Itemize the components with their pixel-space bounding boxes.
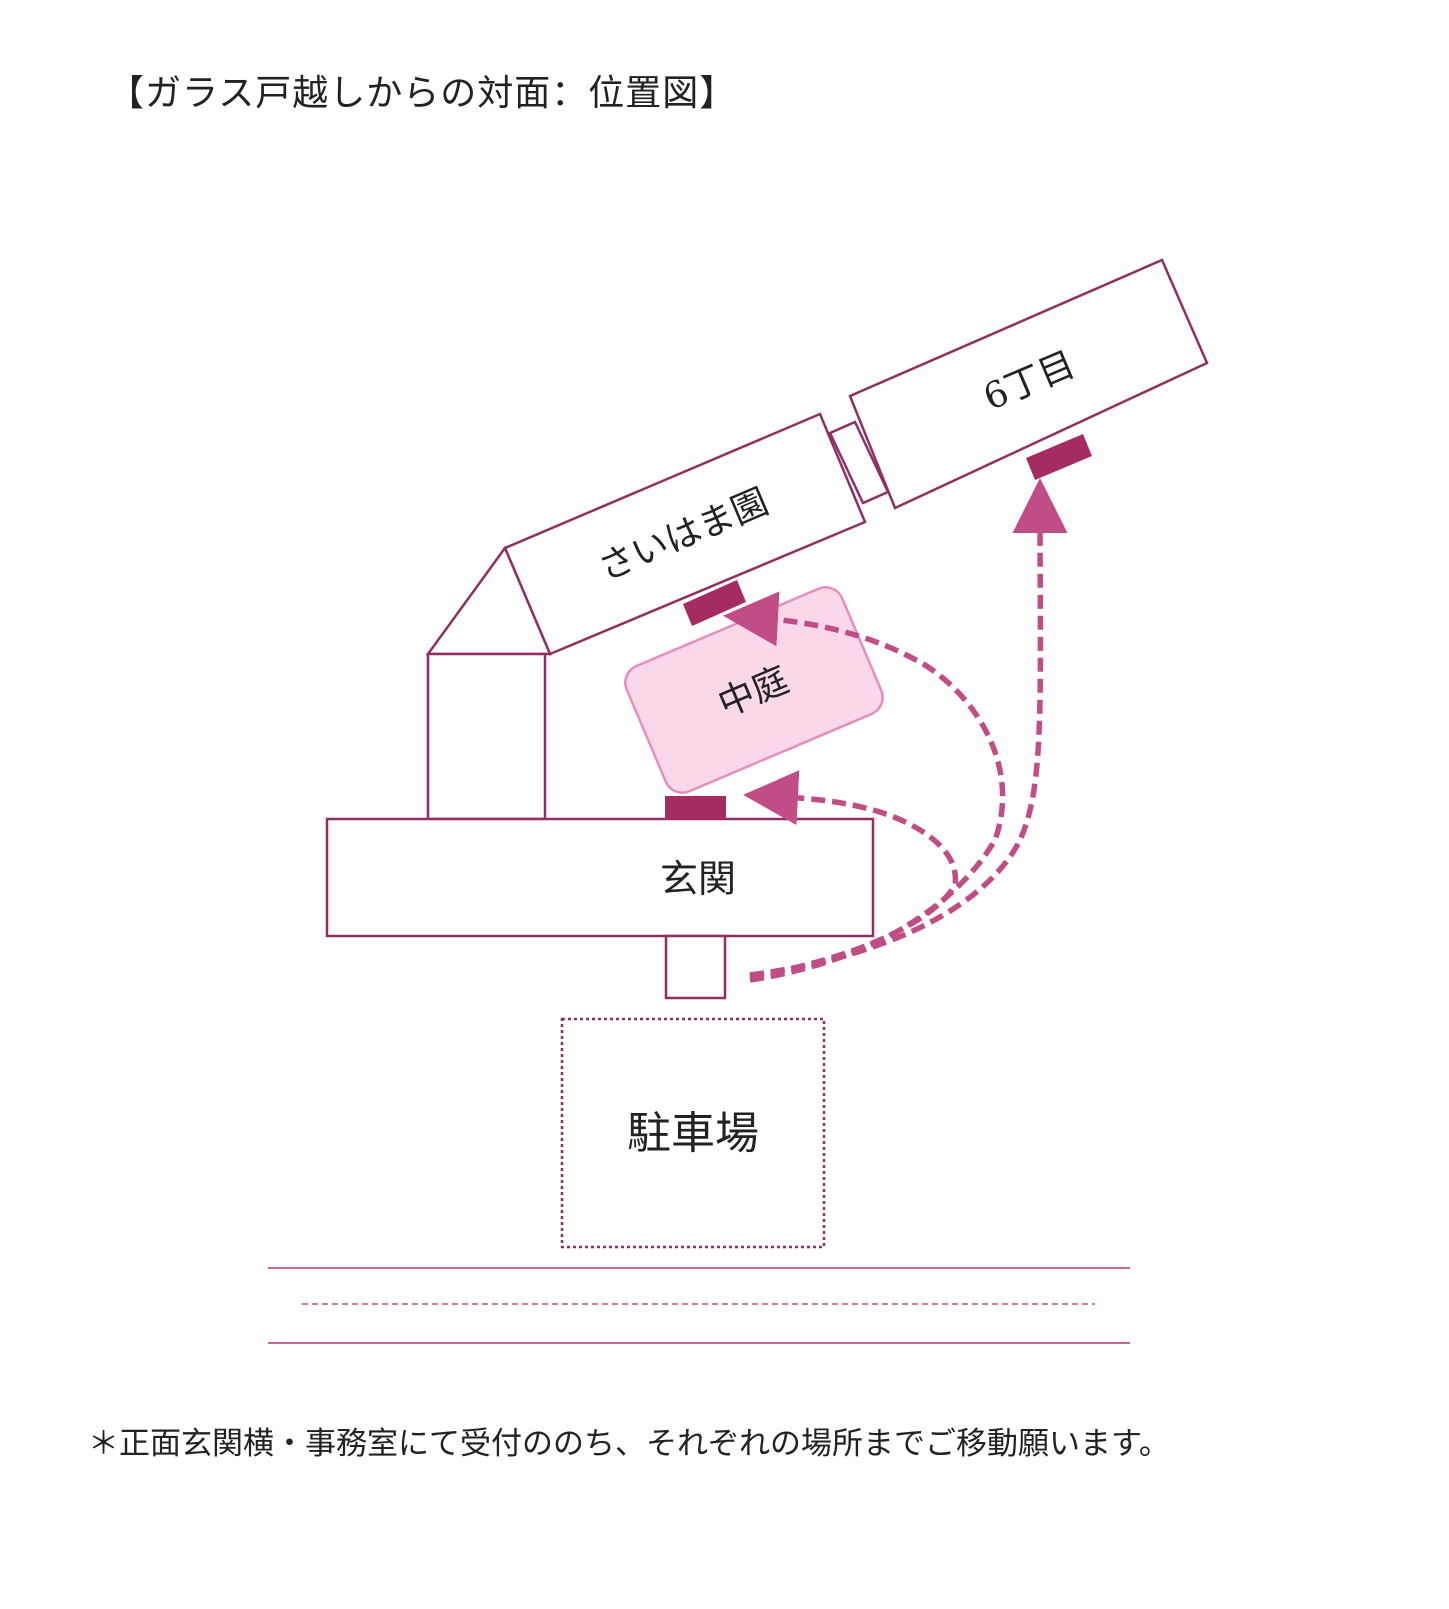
- building-genkan: [325, 817, 875, 938]
- route-to-rokuchome: [749, 478, 1068, 978]
- entrance-box: [664, 934, 727, 1000]
- building-rokuchome: [848, 258, 1209, 510]
- building-connector: [828, 420, 890, 505]
- label-genkan: 玄関: [660, 857, 736, 901]
- route-arrows: [723, 478, 1068, 983]
- diagram-title: 【ガラス戸越しからの対面：位置図】: [108, 73, 737, 114]
- route-to-genkan-door: [743, 770, 959, 980]
- parking-lot: [560, 1017, 826, 1249]
- label-chushajo: 駐車場: [627, 1108, 759, 1159]
- glass-door-marker-genkan: [665, 796, 726, 819]
- footnote: ＊正面玄関横・事務室にて受付ののち、それぞれの場所までご移動願います。: [88, 1426, 1170, 1462]
- road: [268, 1267, 1130, 1344]
- building-wing: [426, 652, 547, 821]
- glass-door-marker-rokuchome: [1026, 434, 1092, 480]
